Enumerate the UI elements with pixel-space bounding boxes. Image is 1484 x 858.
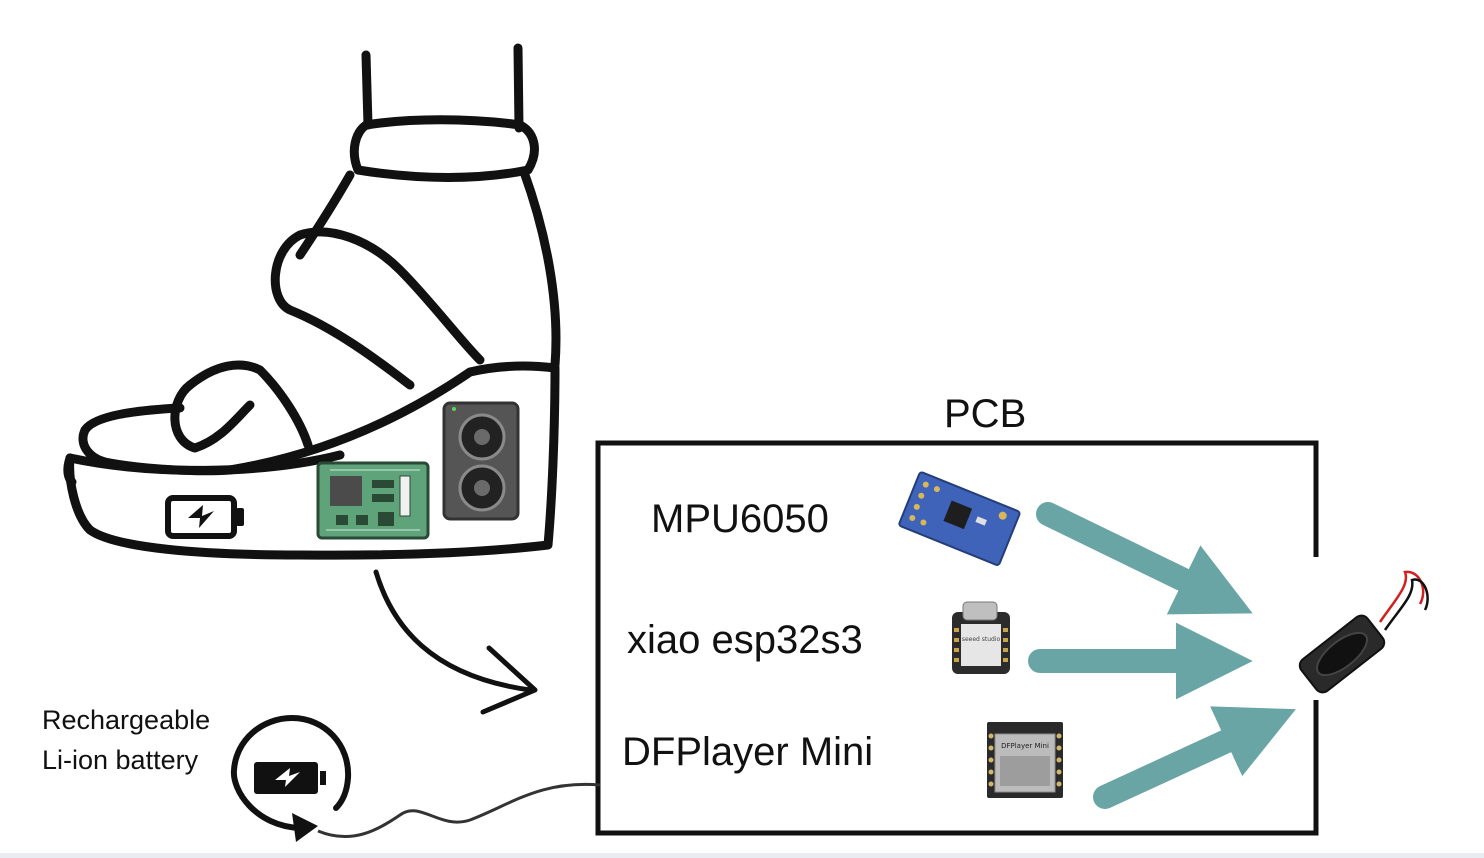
circuit-board-icon bbox=[316, 461, 430, 540]
xiao-esp32s3-module: seeed studio bbox=[952, 601, 1010, 674]
arrow-mpu-to-speaker bbox=[1036, 502, 1253, 615]
recharge-icon bbox=[230, 714, 352, 842]
dfplayer-mini-module: DFPlayer Mini bbox=[987, 722, 1063, 798]
mpu6050-module bbox=[898, 471, 1021, 566]
arrow-dfplayer-to-speaker bbox=[1093, 706, 1296, 809]
teal-arrows bbox=[1028, 502, 1296, 809]
connector-arrow bbox=[373, 569, 538, 715]
mpu6050-label: MPU6050 bbox=[651, 497, 829, 541]
battery-label-line1: Rechargeable bbox=[42, 705, 211, 735]
speaker-box-icon bbox=[442, 401, 520, 521]
bottom-bar bbox=[0, 853, 1484, 858]
dfplayer-mini-label: DFPlayer Mini bbox=[622, 730, 874, 774]
battery-wire bbox=[317, 782, 601, 839]
battery-icon bbox=[165, 495, 244, 539]
sandal-sketch bbox=[63, 43, 561, 560]
pcb-box bbox=[595, 440, 1319, 836]
pcb-title: PCB bbox=[944, 392, 1027, 436]
xiao-brand-text: seeed studio bbox=[962, 636, 1001, 643]
battery-label-line2: Li-ion battery bbox=[42, 745, 199, 775]
dfplayer-silkscreen-text: DFPlayer Mini bbox=[1001, 742, 1049, 750]
battery-label: Rechargeable Li-ion battery bbox=[42, 700, 210, 780]
xiao-esp32s3-label: xiao esp32s3 bbox=[627, 618, 863, 662]
speaker-icon bbox=[1298, 570, 1429, 694]
